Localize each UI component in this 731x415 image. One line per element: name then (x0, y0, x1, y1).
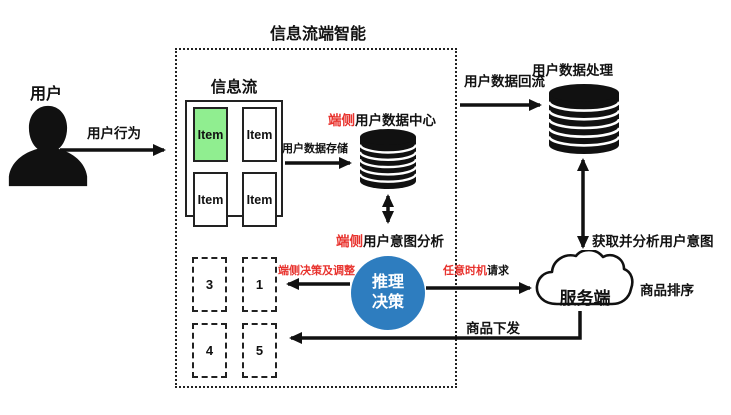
diagram-title: 信息流端智能 (269, 26, 366, 43)
feed-title: 信息流 (210, 79, 258, 96)
anytime-request-prefix: 任意时机 (443, 265, 487, 277)
product-ranking-label: 商品排序 (640, 283, 694, 298)
result-slot: 4 (192, 323, 227, 378)
data-store-label: 用户数据存储 (282, 143, 348, 155)
feed-item: Item (242, 107, 277, 162)
result-slot: 1 (242, 257, 277, 312)
server-cloud-label: 服务端 (559, 289, 611, 308)
server-cloud-icon (535, 250, 634, 306)
inference-line2: 决策 (371, 294, 404, 311)
edge-data-center-prefix: 端侧 (328, 113, 355, 128)
user-label: 用户 (29, 86, 62, 103)
result-slot: 3 (192, 257, 227, 312)
feed-item: Item (242, 172, 277, 227)
edge-intent-prefix: 端侧 (336, 234, 363, 249)
inference-line1: 推理 (371, 274, 404, 291)
edge-intent-rest: 用户意图分析 (363, 234, 444, 249)
feed-item-highlighted: Item (193, 107, 228, 162)
get-intent-label: 获取并分析用户意图 (592, 234, 714, 249)
feed-box (185, 100, 283, 217)
user-icon (8, 105, 88, 187)
data-processing-label: 用户数据处理 (532, 63, 613, 78)
product-delivery-label: 商品下发 (466, 321, 520, 336)
user-behavior-label: 用户行为 (87, 126, 141, 141)
arrow-product-delivery (289, 311, 582, 344)
edge-decision-adjust-label: 端侧决策及调整 (278, 265, 355, 277)
cloud-database-icon (547, 84, 621, 154)
anytime-request-rest: 请求 (487, 265, 509, 277)
edge-data-center-label: 端侧用户数据中心 (328, 109, 436, 129)
inference-decision-node: 推理 决策 (351, 256, 425, 330)
data-backflow-label: 用户数据回流 (464, 74, 545, 89)
result-slot: 5 (242, 323, 277, 378)
anytime-request-label: 任意时机请求 (443, 262, 509, 278)
edge-data-center-rest: 用户数据中心 (355, 113, 436, 128)
edge-database-icon (358, 129, 418, 189)
feed-item: Item (193, 172, 228, 227)
edge-intelligence-box (175, 48, 457, 388)
edge-intent-label: 端侧用户意图分析 (336, 230, 444, 250)
